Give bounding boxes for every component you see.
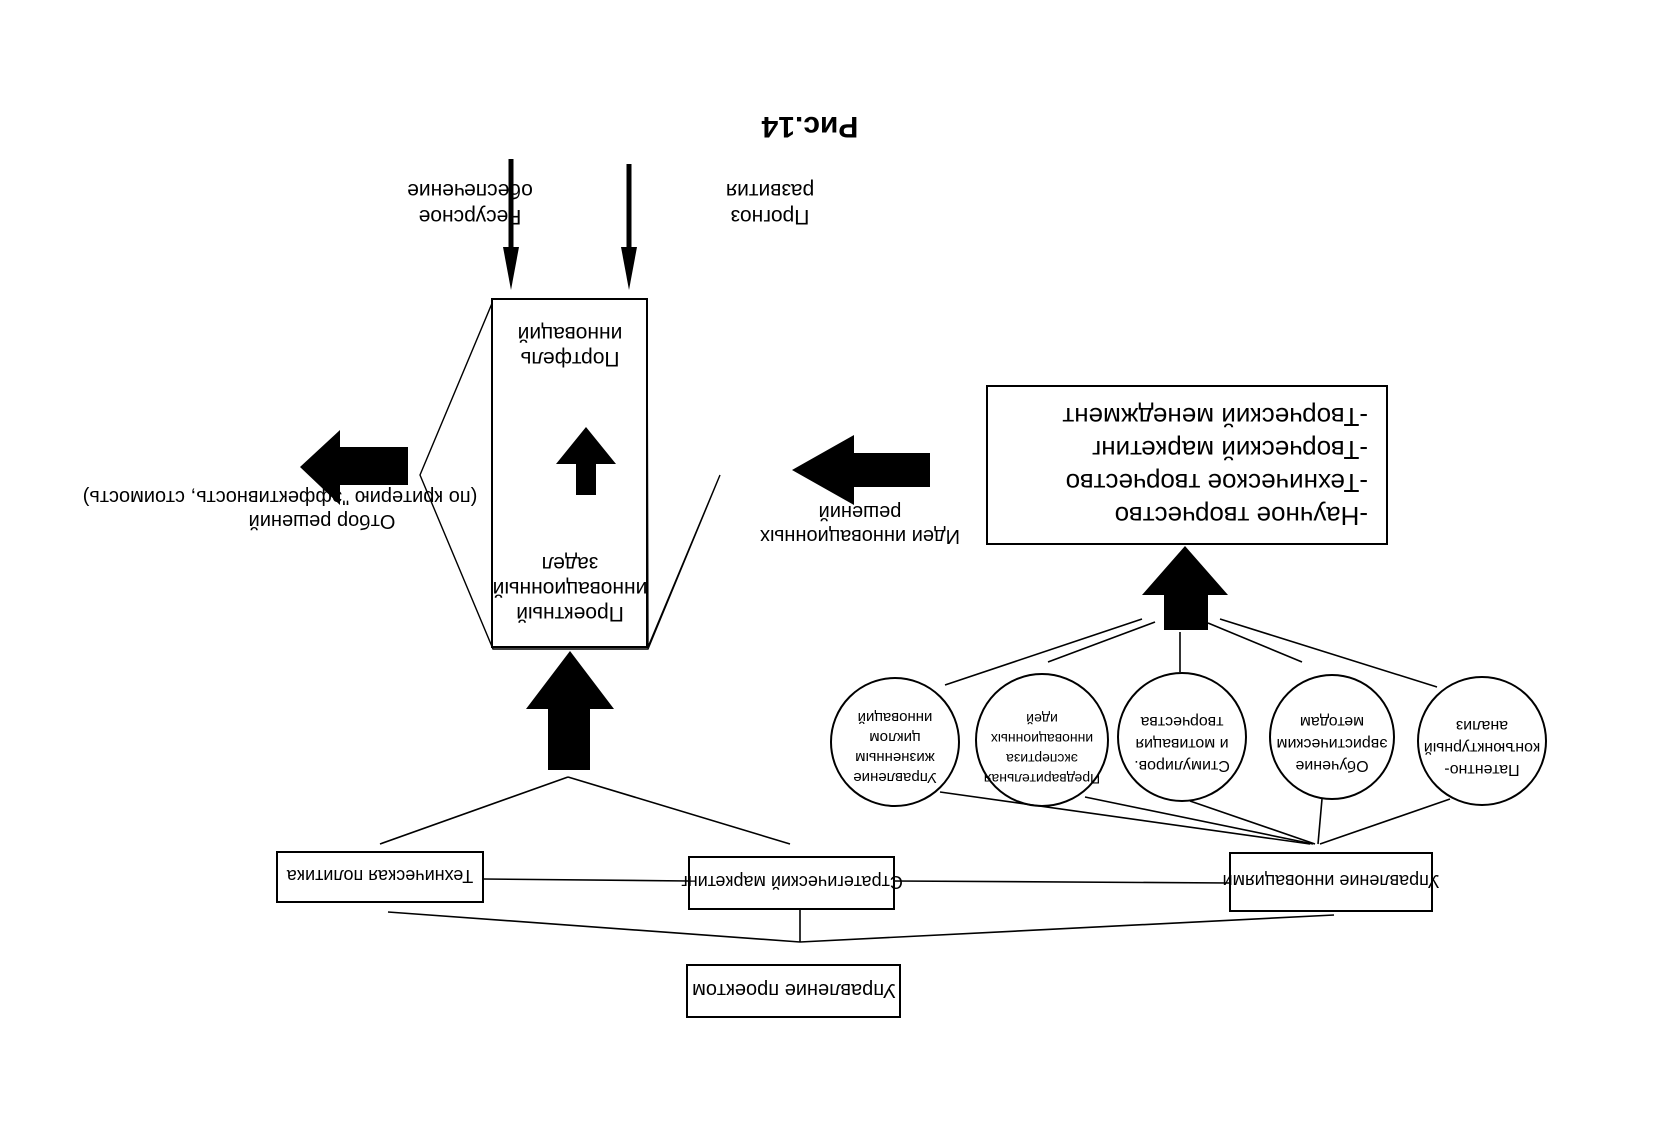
ideas-arrow [792,435,930,505]
thick-arrow-into-hexagon [526,651,614,770]
creativity-line-4: -Творческий менеджмент [1062,402,1368,432]
tp-sm-connector [482,878,690,882]
innovation-management-label: Управление инновациями [1223,871,1440,891]
figure-caption: Рис.14 [761,110,858,143]
circle-life-cycle-line-1: Управление [853,769,936,786]
selection-label-1: Отбор решений [249,510,396,532]
im-to-life-cycle [939,791,1311,845]
innovation-management-box [1229,852,1433,912]
circle-stimulation-line-1: Стимулиров. [1134,757,1230,774]
portfolio-rectangle [491,298,648,648]
circle-stimulation: Стимулиров. и мотивация творчества [1117,672,1247,802]
resources-arrow-head [503,247,519,290]
circles-to-creativity-arrow [1142,546,1228,630]
inner-up-arrow [556,427,616,495]
circle-patent: Патентно- конъюнктурный анализ [1417,676,1547,806]
technical-policy-label: Техническая политика [286,866,474,886]
circle-stimulation-line-2: и мотивация [1135,735,1228,752]
im-to-training [1317,798,1323,845]
hexagon-label-project-2: инновационный [493,577,648,600]
ideas-label-2: решений [819,501,902,523]
fan-line-1 [1219,618,1438,688]
strategic-marketing-box [688,856,895,910]
circle-training-line-1: Обучение [1295,757,1368,774]
circle-life-cycle-line-2: жизненным [855,749,935,766]
hexagon-label-project-3: задел [542,552,599,575]
circle-life-cycle: Управление жизненным циклом инноваций [830,677,960,807]
project-management-box [686,964,901,1018]
sm-to-arrow [567,776,791,845]
circle-patent-line-1: Патентно- [1444,761,1519,778]
resources-label-2: обеспечение [407,179,533,202]
circle-training: Обучение эвристическим методам [1269,674,1395,800]
hexagon-label-project-1: Проектный [516,602,624,625]
selection-label-2: (по критерию "эффективность, стоимость) [83,486,478,508]
circle-life-cycle-line-4: инноваций [858,709,933,726]
circle-patent-line-3: анализ [1456,717,1508,734]
circle-stimulation-line-3: творчества [1140,713,1223,730]
creativity-box [986,385,1388,545]
hexagon-label-portfolio-2: инноваций [518,322,623,345]
fan-line-2 [1207,622,1303,663]
circle-life-cycle-line-3: циклом [869,729,920,746]
circle-expertise: Предварительная экспертиза инновационных… [975,673,1109,807]
fan-line-4 [1047,621,1156,663]
forecast-label-1: Прогноз [731,205,810,228]
creativity-line-2: -Техническое творчество [1066,468,1368,498]
circle-expertise-line-1: Предварительная [984,771,1100,787]
resources-label-1: Ресурсное [419,205,522,228]
selection-arrow [300,430,408,505]
creativity-line-3: -Творческий маркетинг [1092,435,1368,465]
forecast-label-2: развития [726,179,814,202]
im-to-stimulation [1189,800,1316,845]
circle-expertise-line-2: экспертиза [1006,751,1078,767]
im-to-expertise [1084,796,1314,845]
hexagon-label-portfolio-1: Портфель [520,347,619,370]
strategic-marketing-label: Стратегический маркетинг [681,872,903,892]
sm-im-connector [893,880,1231,884]
circle-expertise-line-4: идей [1026,711,1058,727]
forecast-arrow-head [621,247,637,290]
technical-policy-box [276,851,484,903]
circle-expertise-line-3: инновационных [991,731,1093,747]
fan-line-5 [944,618,1143,686]
im-to-patent [1319,798,1451,845]
circle-patent-line-2: конъюнктурный [1424,739,1540,756]
pm-to-im [799,914,1335,943]
circle-training-line-3: методам [1300,713,1364,730]
project-management-label: Управление проектом [692,979,896,1001]
forecast-input: Прогноз развития [726,179,814,228]
pm-to-tp [387,911,801,943]
tp-to-arrow [379,776,569,845]
creativity-line-1: -Научное творчество [1115,501,1368,531]
ideas-label-1: Идеи инновационных [760,525,960,547]
circle-training-line-2: эвристическим [1277,735,1388,752]
resource-input: Ресурсное обеспечение [407,179,533,228]
